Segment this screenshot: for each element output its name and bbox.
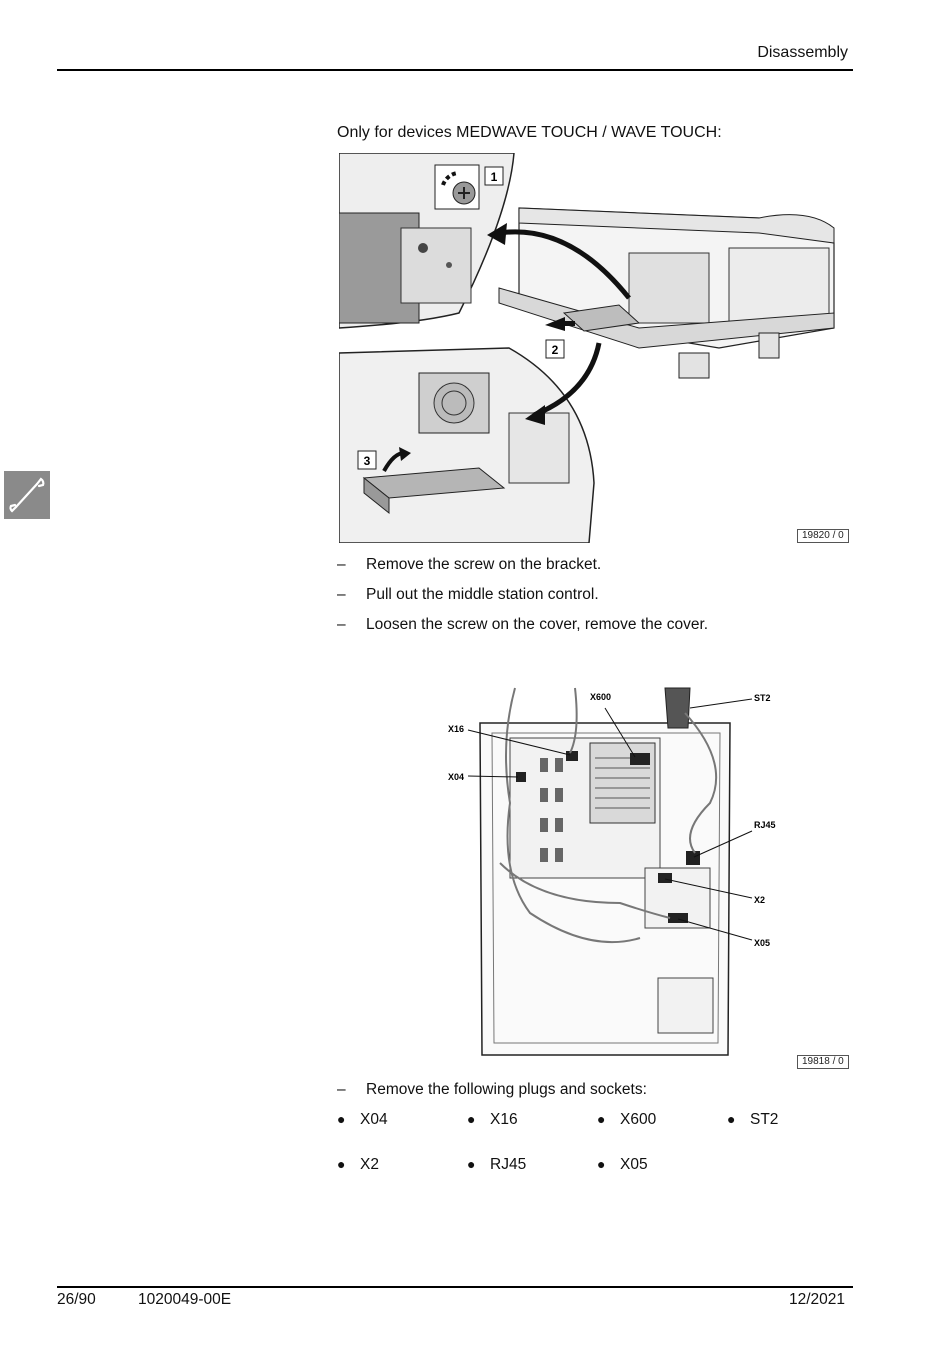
plug-label: X04	[360, 1111, 388, 1128]
header-rule	[57, 69, 853, 71]
label-x05: X05	[754, 938, 770, 948]
step-1: – Remove the screw on the bracket.	[337, 556, 601, 574]
plug-item: ● X600	[597, 1111, 656, 1129]
plug-item: ● ST2	[727, 1111, 778, 1129]
intro-text: Only for devices MEDWAVE TOUCH / WAVE TO…	[337, 124, 722, 141]
plug-item: ● X05	[597, 1156, 648, 1174]
step-2-label: 2	[552, 343, 559, 357]
plug-item: ● X04	[337, 1111, 388, 1129]
step-text: Remove the screw on the bracket.	[366, 556, 602, 573]
figure-2-id: 19818 / 0	[797, 1055, 849, 1069]
bullet-icon: ●	[597, 1156, 606, 1172]
plug-label: X2	[360, 1156, 379, 1173]
step-text: Loosen the screw on the cover, remove th…	[366, 616, 709, 633]
plug-item: ● X16	[467, 1111, 518, 1129]
step-3-label: 3	[364, 454, 371, 468]
label-x600: X600	[590, 692, 611, 702]
figure-cover-removal: 1 2 3	[338, 152, 847, 544]
bullet-icon: ●	[337, 1156, 346, 1172]
bullet-icon: ●	[337, 1111, 346, 1127]
figure-board-connectors: X600 ST2 X16 X04 RJ45 X2 X05	[440, 683, 830, 1058]
plug-label: X05	[620, 1156, 648, 1173]
label-x2: X2	[754, 895, 765, 905]
side-tab	[4, 471, 50, 519]
bullet-icon: ●	[467, 1111, 476, 1127]
plug-item: ● RJ45	[467, 1156, 526, 1174]
bullet-icon: ●	[597, 1111, 606, 1127]
wrench-icon	[9, 477, 45, 513]
label-x04: X04	[448, 772, 464, 782]
instruction-text: Remove the following plugs and sockets:	[366, 1081, 647, 1098]
step-text: Pull out the middle station control.	[366, 586, 599, 603]
step-dash: –	[337, 586, 346, 603]
footer-rule	[57, 1286, 853, 1288]
bullet-icon: ●	[467, 1156, 476, 1172]
plug-label: ST2	[750, 1111, 779, 1128]
bullet-icon: ●	[727, 1111, 736, 1127]
instruction: – Remove the following plugs and sockets:	[337, 1081, 647, 1099]
step-1-label: 1	[491, 170, 498, 184]
plug-label: RJ45	[490, 1156, 527, 1173]
document-number: 1020049-00E	[138, 1291, 232, 1308]
label-rj45: RJ45	[754, 820, 776, 830]
step-2: – Pull out the middle station control.	[337, 586, 599, 604]
plug-item: ● X2	[337, 1156, 379, 1174]
plug-label: X16	[490, 1111, 518, 1128]
label-st2: ST2	[754, 693, 771, 703]
label-x16: X16	[448, 724, 464, 734]
instruction-dash: –	[337, 1081, 346, 1098]
step-dash: –	[337, 616, 346, 633]
plug-label: X600	[620, 1111, 657, 1128]
figure-1-id: 19820 / 0	[797, 529, 849, 543]
step-dash: –	[337, 556, 346, 573]
page-number: 26/90	[57, 1291, 96, 1308]
step-3: – Loosen the screw on the cover, remove t…	[337, 616, 708, 634]
section-title: Disassembly	[757, 44, 848, 61]
document-date: 12/2021	[788, 1291, 845, 1308]
